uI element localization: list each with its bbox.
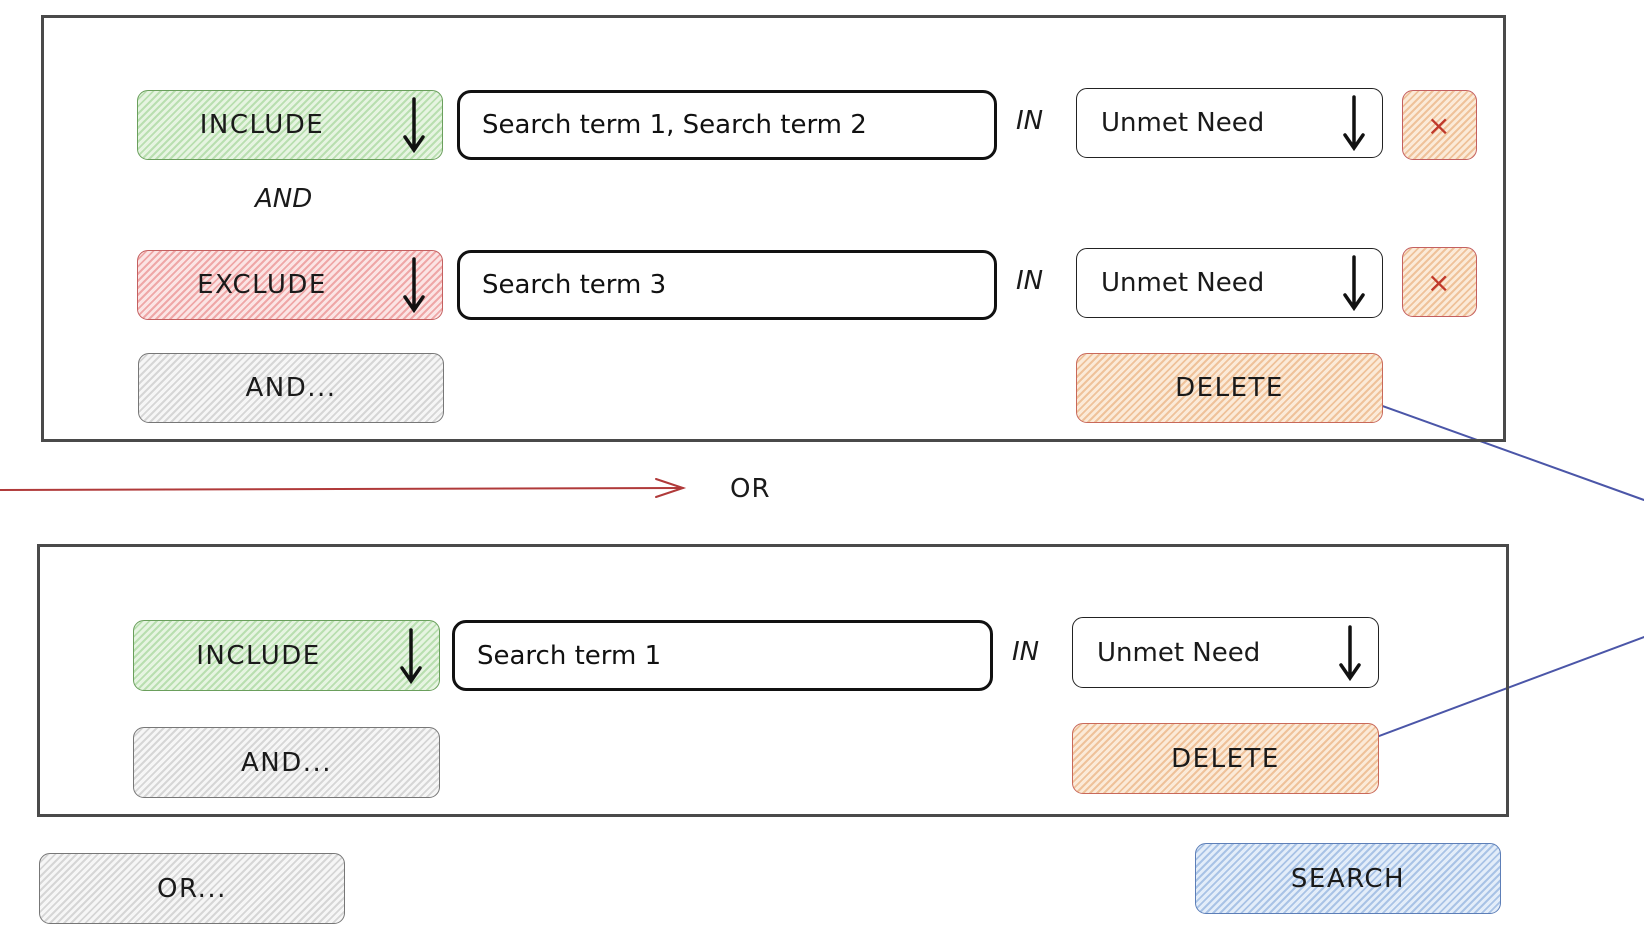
chevron-down-icon (400, 627, 422, 684)
field-dropdown[interactable]: Unmet Need (1076, 88, 1383, 158)
close-icon: × (1427, 108, 1452, 142)
search-terms-input[interactable] (452, 620, 993, 691)
chevron-down-icon (1339, 624, 1361, 681)
include-label: INCLUDE (196, 640, 321, 671)
close-icon: × (1427, 265, 1452, 299)
exclude-dropdown[interactable]: EXCLUDE (137, 250, 443, 320)
include-label: INCLUDE (199, 110, 325, 140)
add-and-button[interactable]: AND... (138, 353, 444, 423)
remove-row-button[interactable]: × (1402, 90, 1477, 160)
query-group-1 (41, 15, 1506, 442)
search-terms-input[interactable] (457, 250, 997, 320)
remove-row-button[interactable]: × (1402, 247, 1477, 317)
chevron-down-icon (403, 257, 425, 314)
include-dropdown[interactable]: INCLUDE (133, 620, 440, 691)
field-label: Unmet Need (1097, 637, 1261, 668)
add-and-button[interactable]: AND... (133, 727, 440, 798)
in-label: IN (1016, 106, 1044, 136)
search-button[interactable]: SEARCH (1195, 843, 1501, 914)
chevron-down-icon (403, 97, 425, 154)
field-dropdown[interactable]: Unmet Need (1072, 617, 1379, 688)
chevron-down-icon (1343, 255, 1365, 312)
delete-group-button[interactable]: DELETE (1072, 723, 1379, 794)
chevron-down-icon (1343, 95, 1365, 152)
delete-group-button[interactable]: DELETE (1076, 353, 1383, 423)
exclude-label: EXCLUDE (197, 270, 327, 300)
or-separator-label: OR (730, 474, 771, 504)
in-label: IN (1016, 266, 1044, 296)
include-dropdown[interactable]: INCLUDE (137, 90, 443, 160)
red-arrow (0, 478, 687, 498)
field-label: Unmet Need (1101, 108, 1265, 138)
field-dropdown[interactable]: Unmet Need (1076, 248, 1383, 318)
field-label: Unmet Need (1101, 268, 1265, 298)
search-terms-input[interactable] (457, 90, 997, 160)
in-label: IN (1012, 637, 1040, 667)
query-group-2 (37, 544, 1509, 817)
add-or-button[interactable]: OR... (39, 853, 345, 924)
and-connector-label: AND (255, 184, 313, 214)
